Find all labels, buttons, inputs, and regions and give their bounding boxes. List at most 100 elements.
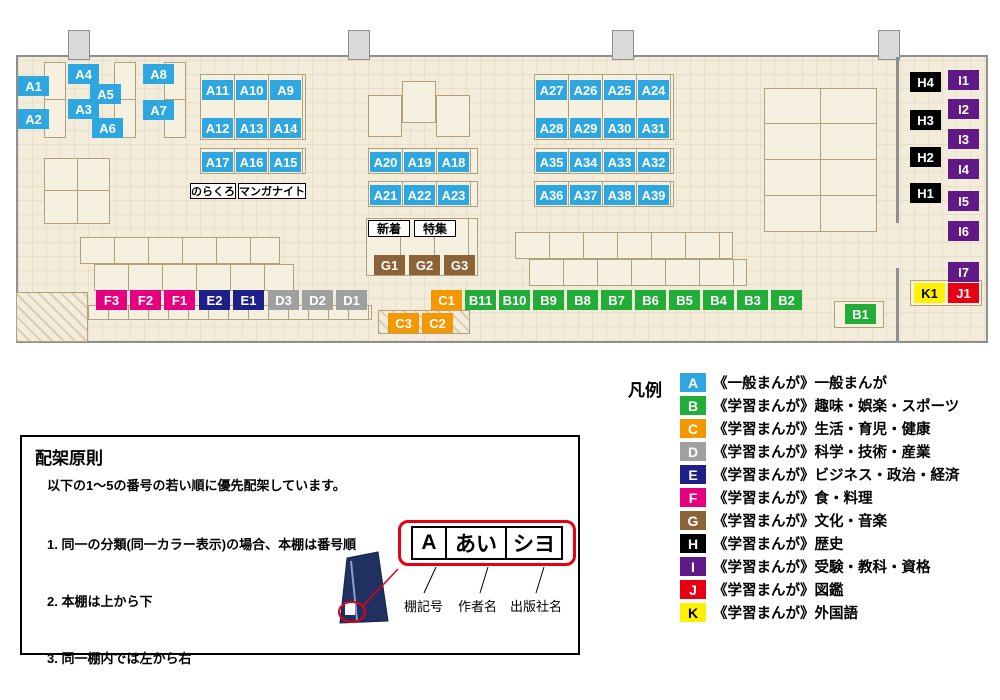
shelf-label-A20: A20 xyxy=(370,152,401,172)
pillar xyxy=(878,30,900,60)
diagram-label-author: 作者名 xyxy=(458,599,498,614)
legend-name: 文化・音楽 xyxy=(814,514,888,530)
shelf-label-D3: D3 xyxy=(268,290,299,310)
legend-row: K 《学習まんが》外国語 xyxy=(680,601,992,624)
shelf-label-H3: H3 xyxy=(910,110,941,130)
shelf-label-A4: A4 xyxy=(68,64,99,84)
shelf-label-A7: A7 xyxy=(143,100,174,120)
wall-segment xyxy=(896,57,899,223)
shelf-block xyxy=(515,232,733,259)
legend-row: G 《学習まんが》文化・音楽 xyxy=(680,509,992,532)
spine-label-publisher: シヨ xyxy=(505,526,563,560)
legend-swatch-J: J xyxy=(680,580,706,599)
shelf-label-A33: A33 xyxy=(604,152,635,172)
shelf-label-A27: A27 xyxy=(536,80,567,100)
shelf-label-A22: A22 xyxy=(404,185,435,205)
legend-swatch-C: C xyxy=(680,419,706,438)
legend-name: 趣味・娯楽・スポーツ xyxy=(814,399,960,415)
legend-row: H 《学習まんが》歴史 xyxy=(680,532,992,555)
shelf-label-B8: B8 xyxy=(567,290,598,310)
shelving-rules-box: 配架原則 以下の1〜5の番号の若い順に優先配架しています。 1. 同一の分類(同… xyxy=(20,435,580,666)
shelf-label-E2: E2 xyxy=(199,290,230,310)
shelf-label-A8: A8 xyxy=(143,64,174,84)
shelf-label-A14: A14 xyxy=(270,118,301,138)
legend-name: ビジネス・政治・経済 xyxy=(814,468,960,484)
legend-row: F 《学習まんが》食・料理 xyxy=(680,486,992,509)
shelf-label-I3: I3 xyxy=(948,129,979,149)
shelf-label-E1: E1 xyxy=(233,290,264,310)
shelf-label-D2: D2 xyxy=(302,290,333,310)
shelf-block xyxy=(44,62,66,138)
legend-swatch-K: K xyxy=(680,603,706,622)
legend-swatch-A: A xyxy=(680,373,706,392)
pillar xyxy=(612,30,634,60)
shelf-label-A13: A13 xyxy=(236,118,267,138)
shelf-label-B4: B4 xyxy=(703,290,734,310)
shelf-block xyxy=(402,81,436,123)
legend-name: 科学・技術・産業 xyxy=(814,445,931,461)
legend-row: B 《学習まんが》趣味・娯楽・スポーツ xyxy=(680,394,992,417)
diagram-label-shelf-code: 棚記号 xyxy=(404,599,444,614)
rules-item: 1. 同一の分類(同一カラー表示)の場合、本棚は番号順 xyxy=(47,537,357,552)
legend-swatch-H: H xyxy=(680,534,706,553)
shelf-block xyxy=(44,158,110,224)
legend-row: D 《学習まんが》科学・技術・産業 xyxy=(680,440,992,463)
diagram-label-publisher: 出版社名 xyxy=(510,599,563,614)
shelf-label-A25: A25 xyxy=(604,80,635,100)
rules-title: 配架原則 xyxy=(35,449,103,468)
shelf-label-B5: B5 xyxy=(669,290,700,310)
legend-category: 《学習まんが》 xyxy=(713,537,815,553)
shelf-label-G3: G3 xyxy=(444,255,475,275)
shelf-label-B1: B1 xyxy=(845,304,876,324)
legend-swatch-E: E xyxy=(680,465,706,484)
legend-name: 外国語 xyxy=(814,606,859,622)
shelf-label-A18: A18 xyxy=(438,152,469,172)
shelf-label-A38: A38 xyxy=(604,185,635,205)
shelf-label-B2: B2 xyxy=(771,290,802,310)
shelf-label-A21: A21 xyxy=(370,185,401,205)
rules-item: 3. 同一棚内では左から右 xyxy=(47,651,192,666)
shelf-label-A35: A35 xyxy=(536,152,567,172)
shelf-label-A11: A11 xyxy=(202,80,233,100)
legend-category: 《学習まんが》 xyxy=(713,445,815,461)
legend: A 《一般まんが》一般まんが B 《学習まんが》趣味・娯楽・スポーツ C 《学習… xyxy=(680,371,992,624)
legend-category: 《一般まんが》 xyxy=(713,376,815,392)
shelf-label-I7: I7 xyxy=(948,262,979,282)
shelf-label-B10: B10 xyxy=(499,290,530,310)
shelf-label-A2: A2 xyxy=(18,109,49,129)
shelf-label-B6: B6 xyxy=(635,290,666,310)
shelf-label-A3: A3 xyxy=(68,99,99,119)
legend-category: 《学習まんが》 xyxy=(713,606,815,622)
wall-segment xyxy=(896,268,899,341)
legend-name: 一般まんが xyxy=(814,376,888,392)
spine-label-example: A あい シヨ xyxy=(398,520,576,566)
shelf-label-I5: I5 xyxy=(948,191,979,211)
legend-swatch-B: B xyxy=(680,396,706,415)
shelf-block xyxy=(80,237,280,264)
pillar xyxy=(68,30,90,60)
legend-category: 《学習まんが》 xyxy=(713,422,815,438)
shelf-label-A36: A36 xyxy=(536,185,567,205)
rules-list: 1. 同一の分類(同一カラー表示)の場合、本棚は番号順 2. 本棚は上から下 3… xyxy=(47,497,356,700)
legend-category: 《学習まんが》 xyxy=(713,468,815,484)
shelf-label-A28: A28 xyxy=(536,118,567,138)
shelf-block xyxy=(368,95,402,137)
shelf-block xyxy=(436,95,470,137)
legend-name: 生活・育児・健康 xyxy=(814,422,931,438)
legend-swatch-G: G xyxy=(680,511,706,530)
legend-row: C 《学習まんが》生活・育児・健康 xyxy=(680,417,992,440)
shelf-label-G2: G2 xyxy=(409,255,440,275)
legend-category: 《学習まんが》 xyxy=(713,491,815,507)
shelf-label-A29: A29 xyxy=(570,118,601,138)
legend-swatch-D: D xyxy=(680,442,706,461)
shelf-label-A17: A17 xyxy=(202,152,233,172)
legend-name: 歴史 xyxy=(814,537,844,553)
shelf-label-A31: A31 xyxy=(638,118,669,138)
shelf-block xyxy=(764,88,877,232)
shelf-label-A15: A15 xyxy=(270,152,301,172)
shelf-label-A10: A10 xyxy=(236,80,267,100)
shelf-label-D1: D1 xyxy=(336,290,367,310)
legend-name: 食・料理 xyxy=(814,491,873,507)
shelf-label-A1: A1 xyxy=(18,76,49,96)
shelf-label-A9: A9 xyxy=(270,80,301,100)
